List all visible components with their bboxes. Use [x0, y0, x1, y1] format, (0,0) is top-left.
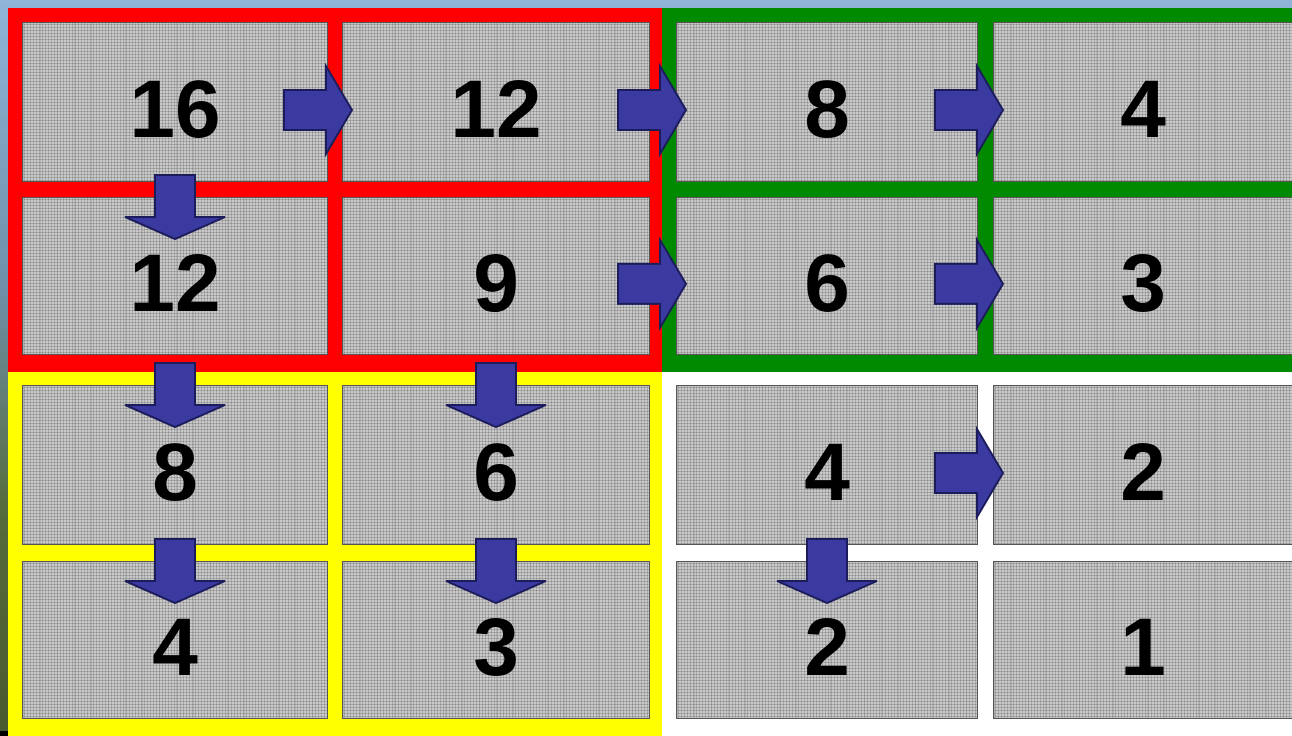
arrow-down-icon	[125, 539, 225, 603]
arrow-down-icon	[777, 539, 877, 603]
arrow-down-icon	[125, 363, 225, 427]
arrow-down-icon	[446, 539, 546, 603]
arrow-right-icon	[935, 240, 1003, 328]
arrow-right-icon	[618, 66, 686, 154]
arrow-right-icon	[618, 240, 686, 328]
arrow-down-icon	[446, 363, 546, 427]
arrow-right-icon	[935, 429, 1003, 517]
arrow-right-icon	[284, 66, 352, 154]
arrow-down-icon	[125, 175, 225, 239]
arrow-right-icon	[935, 66, 1003, 154]
